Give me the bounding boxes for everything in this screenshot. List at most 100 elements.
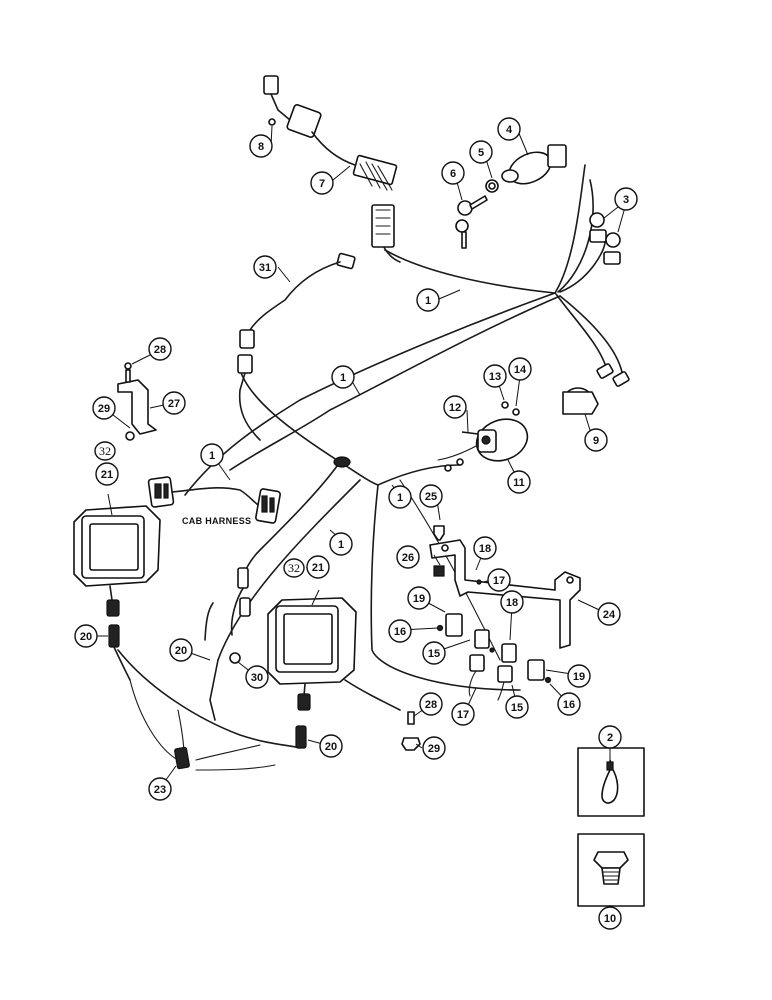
rotary-switch <box>437 418 529 472</box>
svg-text:1: 1 <box>209 450 215 462</box>
work-lamp-left <box>73 505 161 681</box>
svg-text:25: 25 <box>425 491 437 503</box>
svg-text:10: 10 <box>604 913 616 925</box>
callout-1-top: 1 <box>416 288 440 312</box>
svg-text:20: 20 <box>325 741 337 753</box>
callout-17-lower: 17 <box>451 702 475 726</box>
callout-16-left: 16 <box>388 619 412 643</box>
svg-text:29: 29 <box>428 743 440 755</box>
svg-text:1: 1 <box>397 492 403 504</box>
callout-1-center: 1 <box>388 485 412 509</box>
cab-harness-connector-left <box>147 476 175 508</box>
callout-31: 31 <box>253 255 277 279</box>
svg-text:27: 27 <box>168 398 180 410</box>
svg-text:32: 32 <box>99 444 111 458</box>
callout-19-left: 19 <box>407 586 431 610</box>
svg-text:14: 14 <box>514 364 527 376</box>
svg-text:1: 1 <box>338 539 344 551</box>
svg-text:20: 20 <box>80 631 92 643</box>
svg-text:28: 28 <box>425 699 437 711</box>
svg-text:18: 18 <box>479 543 491 555</box>
svg-text:19: 19 <box>573 671 585 683</box>
svg-text:15: 15 <box>428 648 440 660</box>
svg-text:11: 11 <box>513 477 525 489</box>
mounting-bracket-left <box>117 362 157 441</box>
svg-text:31: 31 <box>259 262 271 274</box>
callout-20-lower: 20 <box>319 734 343 758</box>
callout-25: 25 <box>419 484 443 508</box>
svg-text:15: 15 <box>511 702 523 714</box>
callout-28-lower: 28 <box>419 692 443 716</box>
callout-24: 24 <box>597 602 621 626</box>
small-nuts <box>501 401 520 416</box>
svg-text:1: 1 <box>340 372 346 384</box>
svg-text:18: 18 <box>506 597 518 609</box>
callout-8: 8 <box>249 134 273 158</box>
svg-text:8: 8 <box>258 141 264 153</box>
svg-text:12: 12 <box>449 402 461 414</box>
svg-text:24: 24 <box>603 609 616 621</box>
relay-connector-assembly <box>263 75 398 248</box>
svg-text:23: 23 <box>154 784 166 796</box>
callout-27: 27 <box>162 391 186 415</box>
indicator-bulbs <box>589 212 621 265</box>
callout-20-upper-left: 20 <box>74 624 98 648</box>
callout-15-right: 15 <box>505 695 529 719</box>
lamp-harness <box>117 567 301 771</box>
callout-10: 10 <box>598 906 622 930</box>
callout-1-left: 1 <box>200 443 224 467</box>
callout-1-lower: 1 <box>329 532 353 556</box>
svg-text:32: 32 <box>288 561 300 575</box>
svg-text:7: 7 <box>319 178 325 190</box>
ignition-switch <box>455 144 567 249</box>
svg-text:17: 17 <box>493 575 505 587</box>
svg-text:26: 26 <box>402 552 414 564</box>
callout-12: 12 <box>443 395 467 419</box>
svg-text:30: 30 <box>251 672 263 684</box>
svg-text:29: 29 <box>98 403 110 415</box>
inset-box-fitting <box>577 833 645 907</box>
svg-text:1: 1 <box>425 295 431 307</box>
svg-text:17: 17 <box>457 709 469 721</box>
callout-26: 26 <box>396 545 420 569</box>
socket-connector <box>562 363 630 415</box>
callout-1-middle: 1 <box>331 365 355 389</box>
callout-23: 23 <box>148 777 172 801</box>
cab-harness-connector-right <box>171 487 281 524</box>
callout-14: 14 <box>508 357 532 381</box>
svg-text:3: 3 <box>623 194 629 206</box>
callout-17-upper: 17 <box>487 568 511 592</box>
callout-32-left: 32 <box>94 441 116 461</box>
bolt-and-nut-lower <box>401 711 421 751</box>
callout-3: 3 <box>614 187 638 211</box>
callout-15-left: 15 <box>422 641 446 665</box>
svg-text:2: 2 <box>607 732 613 744</box>
callout-9: 9 <box>584 428 608 452</box>
callout-2: 2 <box>598 725 622 749</box>
callout-19-right: 19 <box>567 664 591 688</box>
callout-29-upper: 29 <box>92 396 116 420</box>
sensor-plug <box>237 252 356 441</box>
svg-text:9: 9 <box>593 435 599 447</box>
callout-28-upper: 28 <box>148 337 172 361</box>
svg-text:16: 16 <box>394 626 406 638</box>
svg-text:5: 5 <box>478 147 484 159</box>
callout-18-upper: 18 <box>473 536 497 560</box>
callout-16-right: 16 <box>557 692 581 716</box>
callout-18-lower: 18 <box>500 590 524 614</box>
work-lamp-right <box>267 597 357 749</box>
callout-32-right: 32 <box>283 558 305 578</box>
main-harness <box>184 164 624 711</box>
svg-text:6: 6 <box>450 168 456 180</box>
callout-7: 7 <box>310 171 334 195</box>
callout-11: 11 <box>507 470 531 494</box>
svg-text:13: 13 <box>489 371 501 383</box>
inset-box-tie-strap <box>577 747 645 817</box>
callout-4: 4 <box>497 117 521 141</box>
callout-6: 6 <box>441 161 465 185</box>
svg-text:20: 20 <box>175 645 187 657</box>
callout-5: 5 <box>469 140 493 164</box>
callout-20-middle: 20 <box>169 638 193 662</box>
svg-text:19: 19 <box>413 593 425 605</box>
